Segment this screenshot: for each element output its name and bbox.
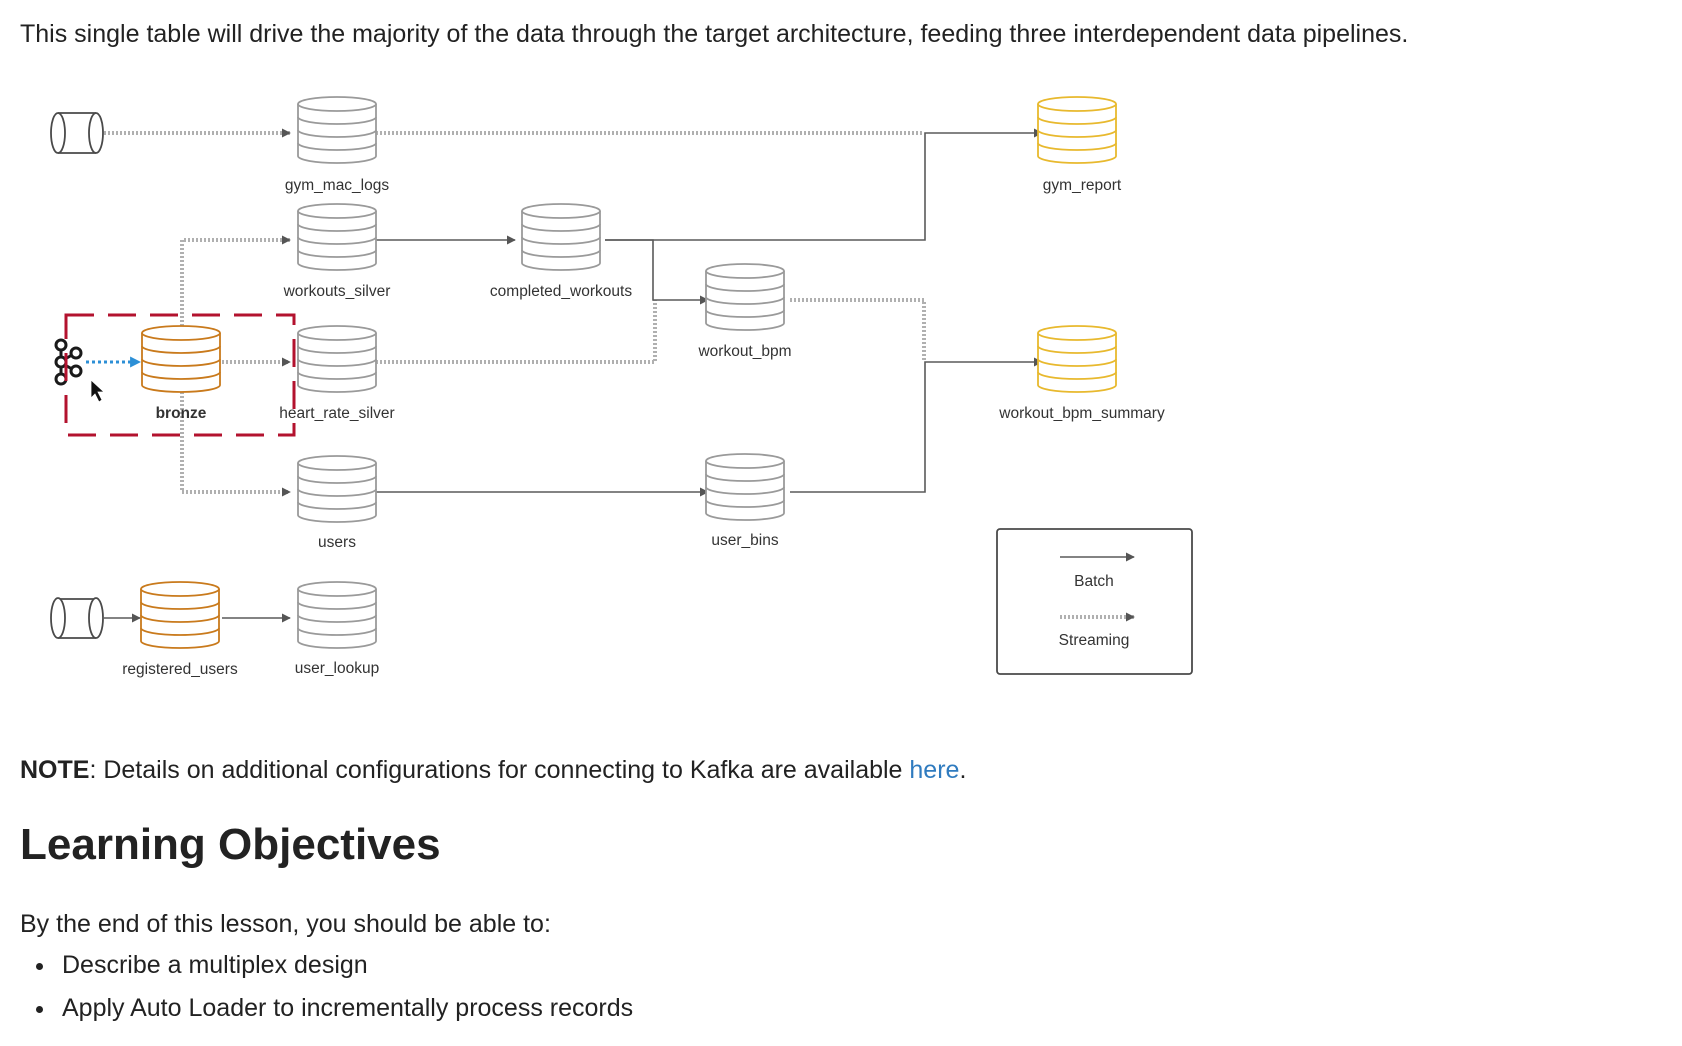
table-node-gym-mac-logs-icon — [297, 96, 377, 164]
objective-item: Apply Auto Loader to incrementally proce… — [36, 993, 633, 1036]
objectives-lead: By the end of this lesson, you should be… — [20, 910, 551, 938]
label-completed-workouts: completed_workouts — [490, 283, 632, 300]
table-node-user-lookup-icon — [297, 581, 377, 649]
legend-box — [996, 528, 1193, 675]
label-bronze: bronze — [156, 405, 207, 422]
table-node-gym-report-icon — [1037, 96, 1117, 164]
table-node-completed-workouts-icon — [521, 203, 601, 271]
kafka-note: NOTE: Details on additional configuratio… — [20, 756, 966, 785]
edge-user-bins-to-summary — [790, 357, 1043, 493]
table-node-registered-users-icon — [140, 581, 220, 649]
table-node-bronze-icon — [141, 325, 221, 393]
legend: Batch Streaming — [996, 528, 1193, 675]
architecture-diagram: gym_mac_logs workouts_silver completed_w… — [50, 96, 1193, 678]
objective-item: Describe a multiplex design — [36, 950, 633, 993]
edge-bronze-to-users — [180, 392, 291, 497]
label-registered-users: registered_users — [122, 661, 238, 678]
edge-workout-bpm-to-summary — [790, 298, 926, 362]
kafka-config-link[interactable]: here — [909, 756, 960, 784]
objectives-list: Describe a multiplex design Apply Auto L… — [36, 950, 633, 1036]
label-gym-mac-logs: gym_mac_logs — [285, 177, 389, 194]
streaming-edges — [100, 128, 926, 497]
note-label: NOTE — [20, 756, 90, 784]
label-user-lookup: user_lookup — [295, 660, 379, 677]
note-text: : Details on additional configurations f… — [89, 756, 910, 784]
bronze-highlight-box — [64, 313, 296, 437]
table-node-workout-bpm-summary-icon — [1037, 325, 1117, 393]
table-node-workouts-silver-icon — [297, 203, 377, 271]
table-node-user-bins-icon — [705, 453, 785, 521]
edge-bronze-to-workouts-silver — [180, 235, 291, 330]
label-heart-rate-silver: heart_rate_silver — [279, 405, 394, 422]
label-workout-bpm: workout_bpm — [697, 343, 791, 360]
legend-streaming-label: Streaming — [1059, 632, 1130, 649]
source-pipe-icon — [50, 597, 104, 639]
intro-paragraph: This single table will drive the majorit… — [20, 20, 1409, 48]
label-workouts-silver: workouts_silver — [283, 283, 391, 300]
label-workout-bpm-summary: workout_bpm_summary — [998, 405, 1165, 422]
batch-edges — [104, 128, 1043, 623]
kafka-icon — [54, 338, 83, 386]
label-users: users — [318, 534, 356, 551]
edge-heart-rate-to-workout-bpm — [376, 300, 657, 364]
note-end: . — [959, 756, 967, 784]
table-node-workout-bpm-icon — [705, 263, 785, 331]
edge-completed-to-gym-report — [605, 128, 1043, 241]
source-pipe-icon — [50, 112, 104, 154]
table-node-heart-rate-silver-icon — [297, 325, 377, 393]
mouse-cursor-icon — [90, 379, 106, 403]
label-gym-report: gym_report — [1043, 177, 1122, 194]
node-labels: gym_mac_logs workouts_silver completed_w… — [122, 177, 1165, 678]
legend-batch-label: Batch — [1074, 573, 1114, 590]
learning-objectives-heading: Learning Objectives — [20, 820, 441, 869]
label-user-bins: user_bins — [711, 532, 778, 549]
table-node-users-icon — [297, 455, 377, 523]
